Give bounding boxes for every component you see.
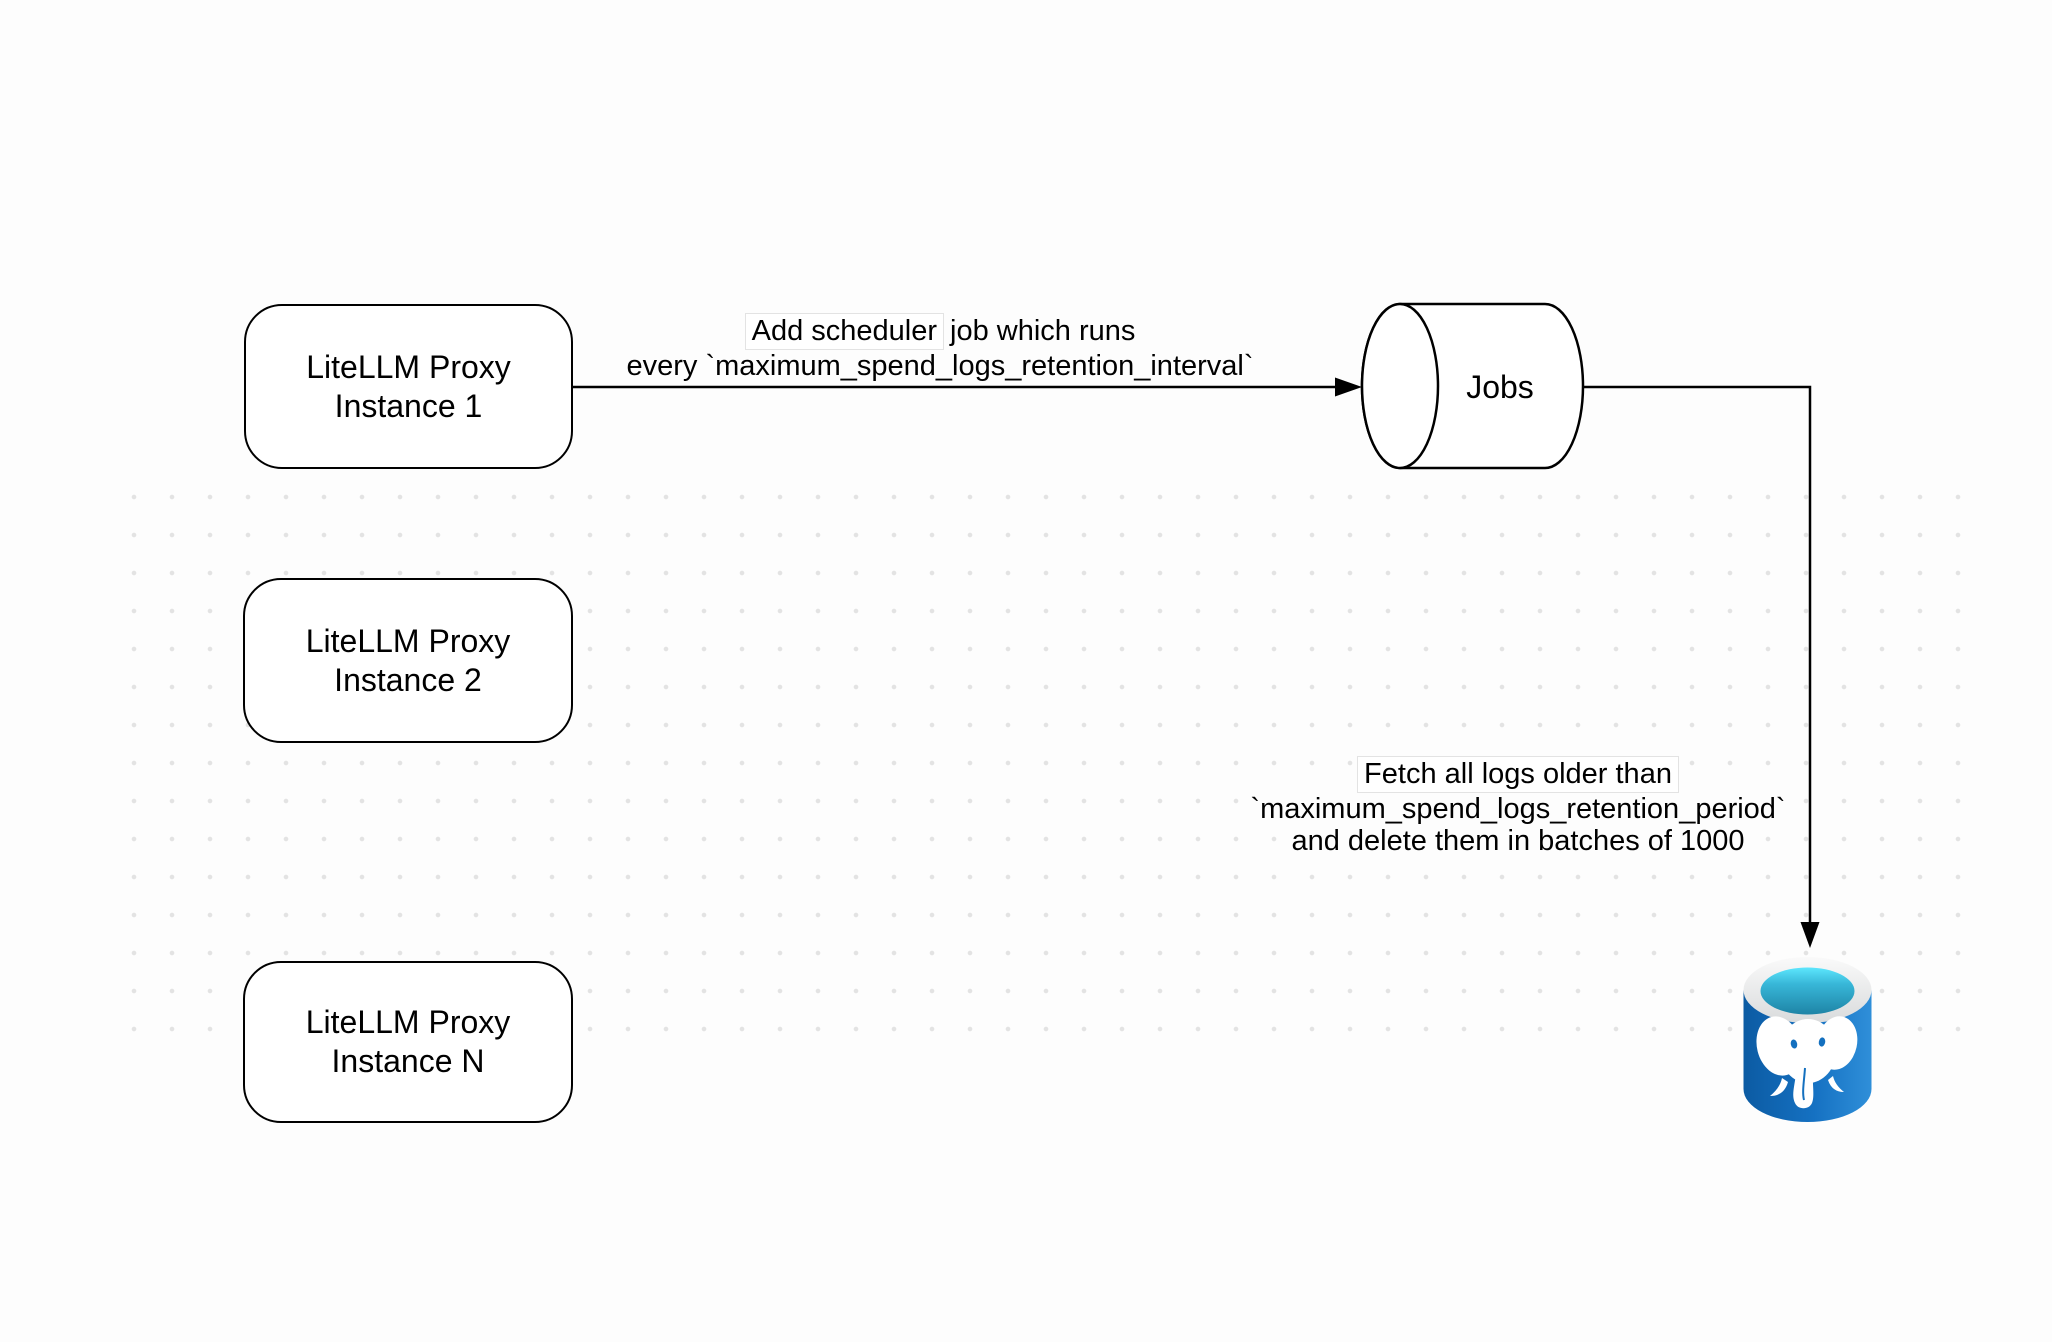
jobs-node-label: Jobs <box>1466 369 1534 405</box>
node-label-line: Instance N <box>331 1043 485 1079</box>
node-label-line: Instance 1 <box>334 387 483 424</box>
cylinder-cap-icon <box>1360 302 1440 470</box>
node-label-line: LiteLLM Proxy <box>305 1004 511 1040</box>
edge-fetch-arrow <box>1583 385 1820 948</box>
postgresql-icon <box>1743 957 1872 1122</box>
edge-schedule-arrow <box>573 377 1362 397</box>
edge-label-line: `maximum_spend_logs_retention_period` <box>1198 792 1838 825</box>
edge-label-line: every `maximum_spend_logs_retention_inte… <box>626 350 1254 382</box>
node-litellm-proxy-instance-1: LiteLLM Proxy Instance 1 <box>244 304 573 469</box>
db-opening-icon <box>1760 967 1855 1015</box>
node-label-line: LiteLLM Proxy <box>305 622 511 659</box>
elephant-trunk-line-icon <box>1802 1067 1806 1101</box>
edge-label-line: Fetch all logs older than <box>1198 756 1838 793</box>
node-jobs-cylinder <box>1360 302 1585 470</box>
node-label-line: Instance 2 <box>334 661 482 698</box>
postgres-elephant-icon <box>1756 1016 1858 1109</box>
node-litellm-proxy-instance-n: LiteLLM Proxy Instance N <box>243 961 573 1123</box>
edge-label-text-box: Fetch all logs older than <box>1357 756 1679 793</box>
node-label-line: LiteLLM Proxy <box>306 348 511 385</box>
node-litellm-proxy-instance-2: LiteLLM Proxy Instance 2 <box>243 578 573 743</box>
arrowhead-right-icon <box>1335 377 1362 397</box>
elephant-eyes-icon <box>1790 1037 1826 1049</box>
edge-label-line: and delete them in batches of 1000 <box>1198 825 1838 858</box>
edge-label-text-box: Add scheduler <box>744 313 945 350</box>
edge-label-fetch-delete: Fetch all logs older than `maximum_spend… <box>1198 756 1838 858</box>
arrowhead-down-icon <box>1800 922 1820 948</box>
